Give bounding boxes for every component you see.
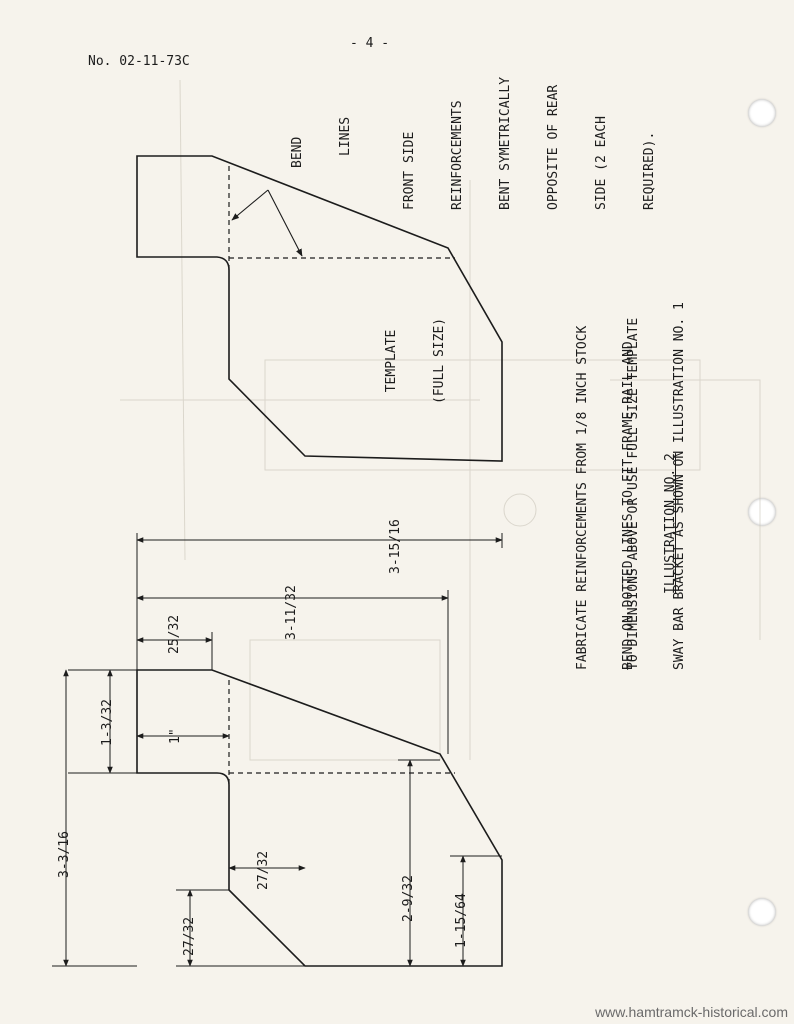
dim-overall-height: 3-3/16 bbox=[57, 831, 72, 878]
front-side-note-line1: FRONT SIDE bbox=[402, 131, 417, 210]
dim-overall-length: 3-15/16 bbox=[388, 519, 403, 574]
punch-hole-middle bbox=[748, 498, 776, 526]
bend-line1: BEND ON DOTTED LINES TO FIT FRAME RAIL A… bbox=[621, 341, 636, 670]
dim-upper-length: 3-11/32 bbox=[284, 585, 299, 640]
dim-bend-offset: 1" bbox=[168, 728, 183, 744]
template-label-line1: TEMPLATE bbox=[384, 329, 399, 393]
dimensioned-bend-lines bbox=[228, 680, 455, 785]
bend-lines-callout bbox=[231, 189, 303, 257]
template-label: TEMPLATE (FULL SIZE) bbox=[352, 318, 480, 404]
dim-right-height: 1-15/64 bbox=[454, 893, 469, 948]
watermark: www.hamtramck-historical.com bbox=[595, 1004, 788, 1020]
front-side-note-line5: SIDE (2 EACH bbox=[594, 116, 609, 210]
front-side-note-line6: REQUIRED). bbox=[642, 131, 657, 210]
template-bend-lines bbox=[228, 166, 455, 270]
dim-lower-step-a: 27/32 bbox=[182, 916, 197, 956]
dim-top-edge: 25/32 bbox=[167, 614, 182, 654]
front-side-note-line3: BENT SYMETRICALLY bbox=[498, 76, 513, 210]
punch-hole-bottom bbox=[748, 898, 776, 926]
page-number: - 4 - bbox=[350, 36, 390, 51]
dim-lower-step-b: 27/32 bbox=[256, 850, 271, 890]
front-side-note-line4: OPPOSITE OF REAR bbox=[546, 84, 561, 210]
bend-lines-label: BEND LINES bbox=[258, 117, 386, 168]
bend-instructions: BEND ON DOTTED LINES TO FIT FRAME RAIL A… bbox=[586, 302, 722, 670]
bend-lines-label-line2: LINES bbox=[338, 116, 353, 156]
front-side-note-line2: REINFORCEMENTS bbox=[450, 100, 465, 210]
document-number: No. 02-11-73C bbox=[88, 54, 190, 69]
bleed-through-ghost bbox=[120, 79, 761, 761]
dim-mid-height: 2-9/32 bbox=[401, 875, 416, 922]
punch-hole-top bbox=[748, 99, 776, 127]
template-label-line2: (FULL SIZE) bbox=[432, 317, 447, 404]
front-side-note: FRONT SIDE REINFORCEMENTS BENT SYMETRICA… bbox=[370, 77, 690, 210]
dimension-lines bbox=[52, 533, 503, 967]
illustration-title: ILLUSTRATION NO. 2 bbox=[663, 453, 678, 594]
bend-lines-label-line1: BEND bbox=[290, 136, 305, 168]
dim-top-height: 1-3/32 bbox=[100, 699, 115, 746]
